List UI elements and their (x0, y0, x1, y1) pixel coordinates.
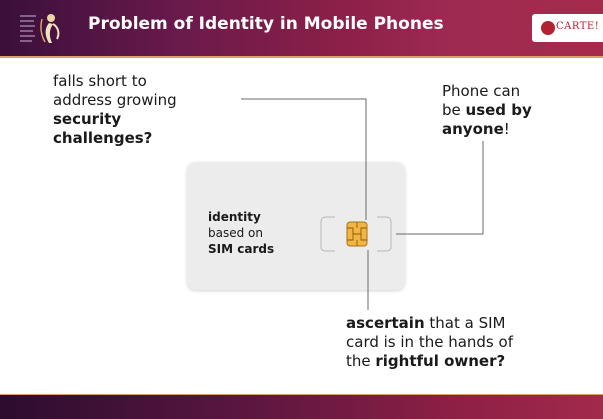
figure-logo-icon (20, 14, 60, 43)
callout-phone-line1: Phone can (442, 82, 521, 100)
callout-rightful-owner: ascertain that a SIM card is in the hand… (346, 314, 513, 371)
sim-chip-icon (320, 216, 392, 252)
callout-owner-line1-suffix: that a SIM (424, 314, 506, 332)
organization-logo-text: CARTE! (556, 21, 600, 32)
slide-footer (0, 394, 603, 419)
sim-caption-line1: identity (208, 210, 261, 224)
callout-security-line4: challenges? (53, 129, 153, 147)
callout-owner-line3: the rightful owner? (346, 352, 513, 371)
callout-security-line2: address growing (53, 91, 177, 109)
callout-phone-line3-bold: anyone (442, 120, 504, 138)
callout-phone-line3-suffix: ! (503, 120, 510, 138)
callout-phone-line2-prefix: be (442, 101, 466, 119)
callout-owner-line1-bold: ascertain (346, 314, 425, 332)
callout-phone-line2-bold: used by (465, 101, 532, 119)
logo-dot-icon (541, 21, 555, 35)
callout-phone-use: Phone can be used by anyone! (442, 82, 532, 139)
callout-phone-line3: anyone! (442, 120, 532, 139)
callout-security-line3: security (53, 110, 122, 128)
sim-caption-line3: SIM cards (208, 242, 275, 256)
slide-header: Problem of Identity in Mobile Phones CAR… (0, 0, 603, 58)
callout-owner-line3-bold: rightful owner? (375, 352, 506, 370)
page-title: Problem of Identity in Mobile Phones (88, 14, 444, 34)
callout-security-line1: falls short to (53, 72, 147, 90)
sim-caption-line2: based on (208, 226, 263, 240)
callout-phone-line2: be used by (442, 101, 532, 120)
sim-card-caption: identity based on SIM cards (208, 209, 274, 257)
callout-owner-line2: card is in the hands of (346, 333, 513, 351)
organization-logo: CARTE! (532, 14, 603, 42)
callout-security: falls short to address growing security … (53, 72, 177, 148)
callout-owner-line1: ascertain that a SIM (346, 314, 513, 333)
callout-owner-line3-prefix: the (346, 352, 376, 370)
sim-card-graphic (187, 162, 405, 290)
